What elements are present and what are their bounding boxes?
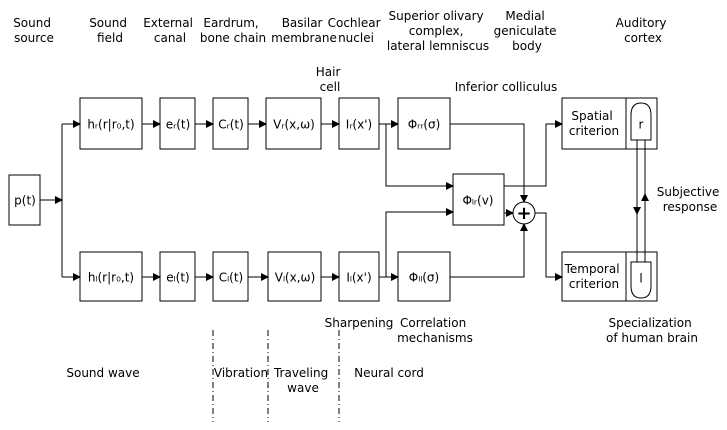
label-basilar-membrane: Basilar membrane <box>271 16 337 45</box>
text-e-right: eᵣ(t) <box>166 118 191 132</box>
label-hair-cell: Hair cell <box>316 65 344 94</box>
label-vibration: Vibration <box>214 366 268 380</box>
label-sharpening: Sharpening <box>325 316 394 330</box>
text-i-left: Iₗ(x') <box>346 271 371 285</box>
text-phi-lr: Φₗᵣ(v) <box>462 194 493 208</box>
label-subjective-response: Subjective response <box>657 185 724 214</box>
label-sound-wave: Sound wave <box>66 366 139 380</box>
text-r: r <box>639 118 644 132</box>
right-hemisphere-icon <box>630 102 652 141</box>
label-specialization: Specialization of human brain <box>606 316 698 345</box>
label-traveling-wave: Traveling wave <box>273 366 332 395</box>
text-c-right: Cᵣ(t) <box>218 118 244 132</box>
text-temporal-criterion: Temporal criterion <box>564 262 624 291</box>
text-v-right: Vᵣ(x,ω) <box>273 118 315 132</box>
text-spatial-criterion: Spatial criterion <box>569 109 619 138</box>
block-phi-lr <box>452 173 505 226</box>
text-phi-ll: Φₗₗ(σ) <box>409 271 439 285</box>
label-neural-cord: Neural cord <box>354 366 424 380</box>
label-superior-olivary: Superior olivary complex, lateral lemnis… <box>387 9 489 53</box>
label-external-canal: External canal <box>143 16 197 45</box>
label-eardrum: Eardrum, bone chain <box>200 16 266 45</box>
label-correlation-mechanisms: Correlation mechanisms <box>397 316 473 345</box>
text-i-right: Iᵣ(x') <box>346 118 372 132</box>
left-hemisphere-icon <box>630 261 652 299</box>
label-inferior-colliculus: Inferior colliculus <box>455 80 557 94</box>
label-cochlear-nuclei: Cochlear nuclei <box>328 16 385 45</box>
text-sum: + <box>516 203 531 224</box>
text-c-left: Cₗ(t) <box>219 271 243 285</box>
label-sound-field: Sound field <box>89 16 131 45</box>
text-phi-rr: Φᵣᵣ(σ) <box>408 118 441 132</box>
text-source: p(t) <box>14 194 36 208</box>
text-e-left: eₗ(t) <box>166 271 189 285</box>
label-sound-source: Sound source <box>13 16 55 45</box>
text-l: l <box>639 272 642 286</box>
text-h-right: hᵣ(r|r₀,t) <box>87 118 134 132</box>
label-auditory-cortex: Auditory cortex <box>616 16 671 45</box>
label-medial-geniculate: Medial geniculate body <box>494 9 561 53</box>
text-v-left: Vₗ(x,ω) <box>275 271 316 285</box>
text-h-left: hₗ(r|r₀,t) <box>88 271 134 285</box>
